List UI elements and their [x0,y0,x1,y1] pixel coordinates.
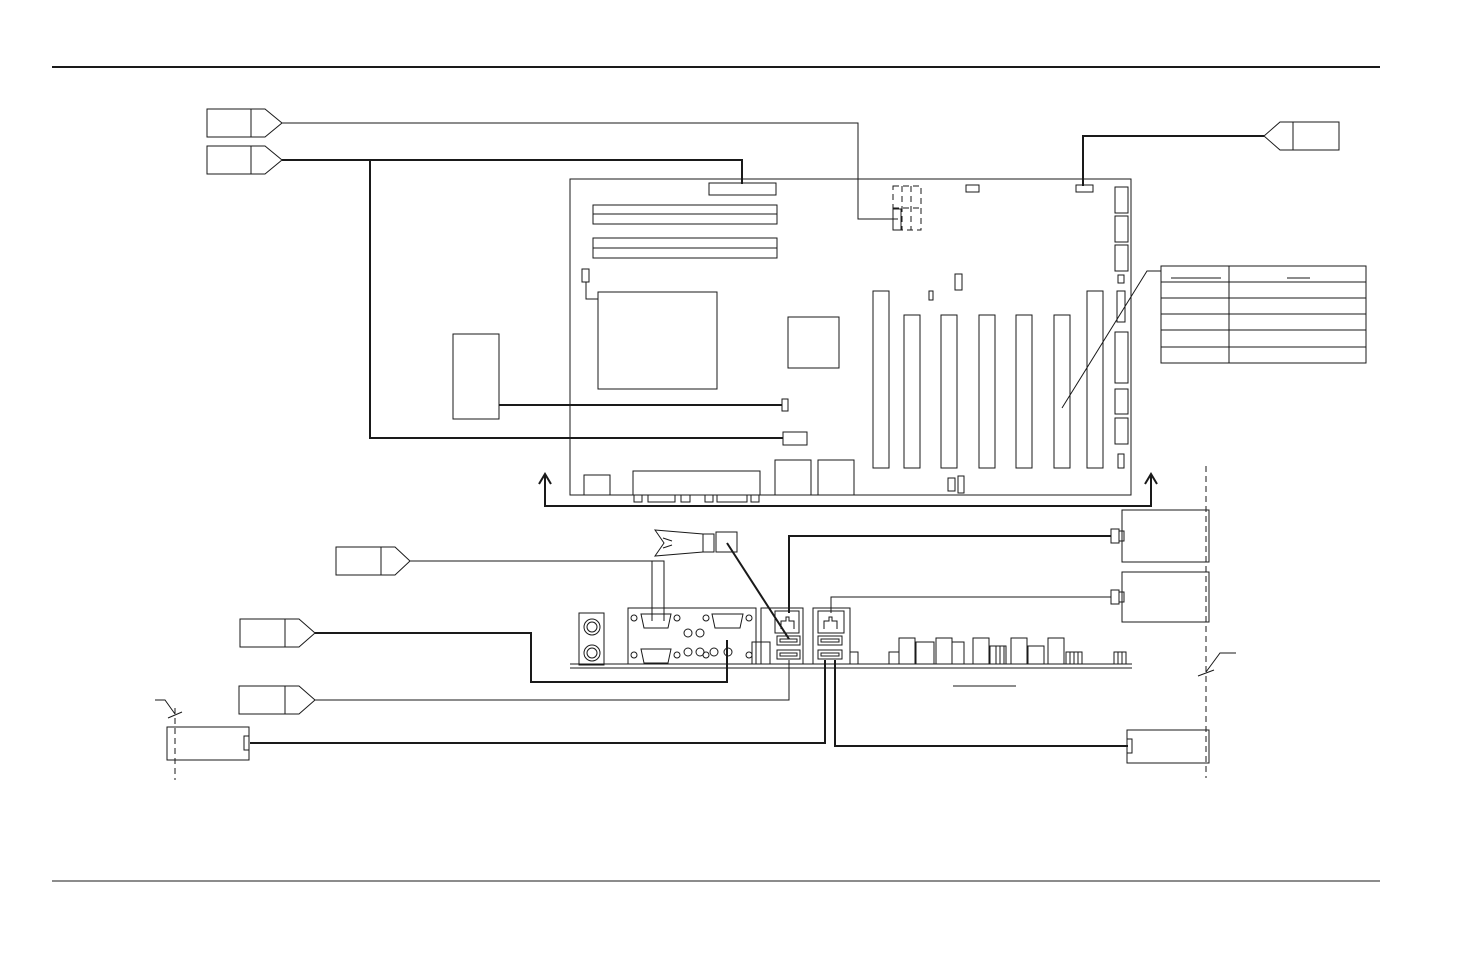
small-header-2 [1075,184,1094,193]
cable-leader-2 [282,159,743,184]
serial-cable [410,560,665,621]
callout-tag-4 [335,546,411,576]
motherboard-outline [569,178,1132,496]
small-header-1 [965,184,980,193]
usb-key-cable [726,542,790,640]
header-connector-top [708,182,777,196]
external-device-1 [1110,509,1210,563]
vga-cable [315,632,728,683]
usb-cable-left [315,660,790,701]
callout-tag-2 [206,145,283,175]
cable-leader-2-branch [369,160,783,439]
small-chip-2 [928,290,934,301]
cpu-socket [597,291,718,390]
cable-leader-3 [1082,135,1264,186]
board-edge-components [888,637,1127,665]
external-device-2 [1110,571,1210,623]
lan-usb-stack-2 [812,607,859,665]
audio-stack [578,612,605,666]
callout-tag-1 [206,108,283,138]
right-edge-connectors [1114,186,1129,469]
board-device-left [452,333,500,420]
usb-key-device [653,529,738,557]
view-arrow-base [544,475,1152,507]
view-arrow-left-head [538,472,552,485]
fan-header [581,268,590,283]
callout-tag-6 [238,685,316,715]
callout-tag-5 [239,618,316,648]
view-arrow-right-head [1144,472,1158,485]
lan-cable-2 [830,596,1111,613]
jumper-block [892,185,922,231]
expansion-slots [872,290,1104,469]
lan-usb-stack-1 [751,607,804,665]
serial-vga-block [627,607,757,665]
board-device-connector [781,398,789,412]
slot-leader [1061,270,1161,409]
io-block-4 [817,459,855,496]
callout-tag-3 [1263,121,1340,151]
battery-marker [947,477,956,492]
io-block-3 [774,459,812,496]
power-connector [782,431,808,446]
legend-table [1160,265,1367,364]
io-block-2 [632,470,761,496]
chipset [787,316,840,369]
cable-leader-1 [282,122,898,220]
lan-cable-1 [788,535,1111,613]
small-chip-1 [954,273,963,291]
external-device-left [166,726,250,761]
external-device-3 [1126,729,1210,764]
usb-cable-far-left [250,660,826,744]
usb-cable-right [834,660,1128,747]
io-block-1 [583,474,611,496]
